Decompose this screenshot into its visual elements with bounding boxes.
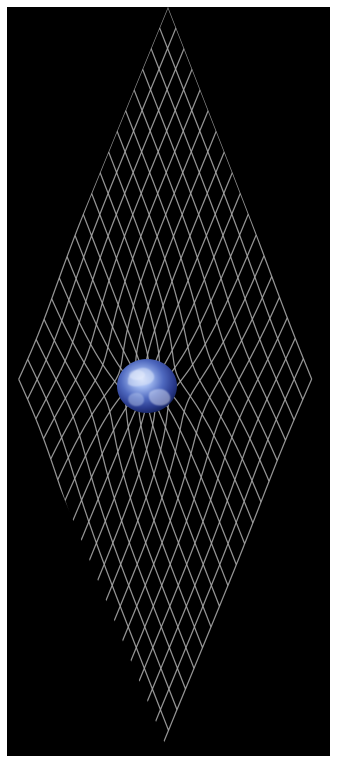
spacetime-curvature-illustration	[7, 7, 330, 756]
grid-line-25	[116, 130, 262, 503]
grid-line-35	[35, 339, 178, 710]
earth-highlight	[129, 370, 145, 380]
grid-line-32	[58, 277, 204, 648]
grid-line-23	[133, 89, 278, 461]
grid-line-26	[107, 151, 254, 524]
grid-line-34	[43, 319, 187, 690]
grid-line-36	[27, 359, 170, 731]
earth-cloud-3	[128, 392, 145, 407]
earth-sphere	[117, 359, 177, 413]
grid-line-21	[150, 48, 295, 421]
earth-planet	[117, 359, 177, 413]
grid-line-33	[51, 298, 195, 669]
spacetime-image-frame	[7, 7, 330, 756]
grid-line-31	[66, 256, 212, 628]
grid-line-24	[124, 110, 270, 482]
grid-line-22	[141, 68, 287, 441]
grid-line-20	[158, 27, 304, 400]
earth-cloud-2	[148, 388, 171, 406]
